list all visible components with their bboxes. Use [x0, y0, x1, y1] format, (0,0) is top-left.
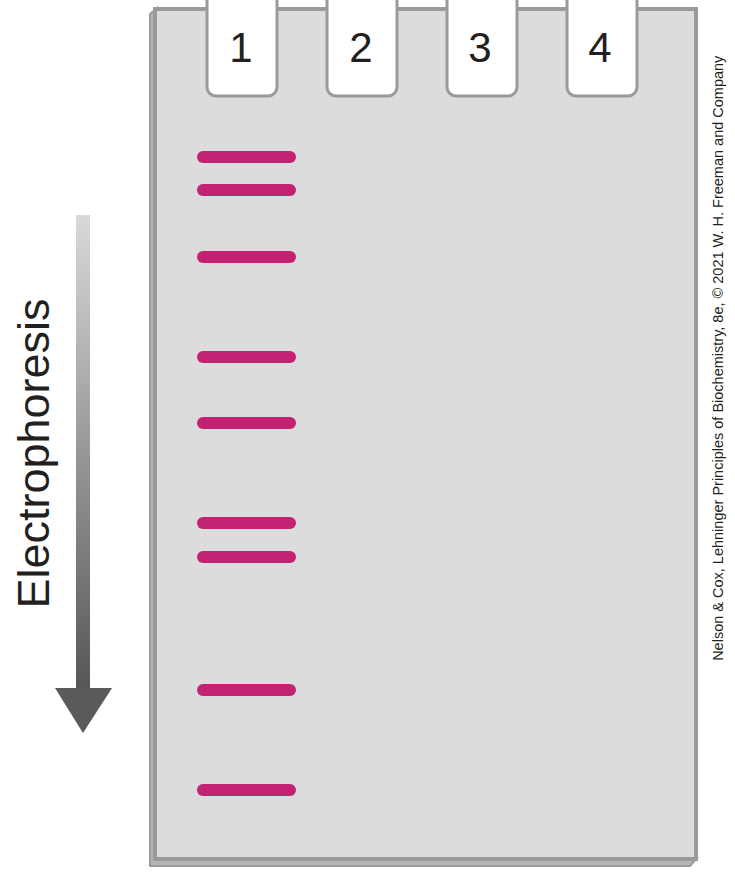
direction-arrow — [55, 215, 112, 733]
dna-bands — [203, 157, 290, 790]
wells — [207, 0, 637, 96]
axis-label: Electrophoresis — [11, 298, 56, 608]
copyright-note: Nelson & Cox, Lehninger Principles of Bi… — [712, 55, 727, 660]
lane-number: 4 — [588, 27, 611, 69]
gel-body — [155, 9, 696, 859]
lane-number: 2 — [349, 27, 372, 69]
lane-number: 3 — [468, 27, 491, 69]
lane-number: 1 — [229, 27, 252, 69]
gel-edge — [150, 8, 697, 866]
